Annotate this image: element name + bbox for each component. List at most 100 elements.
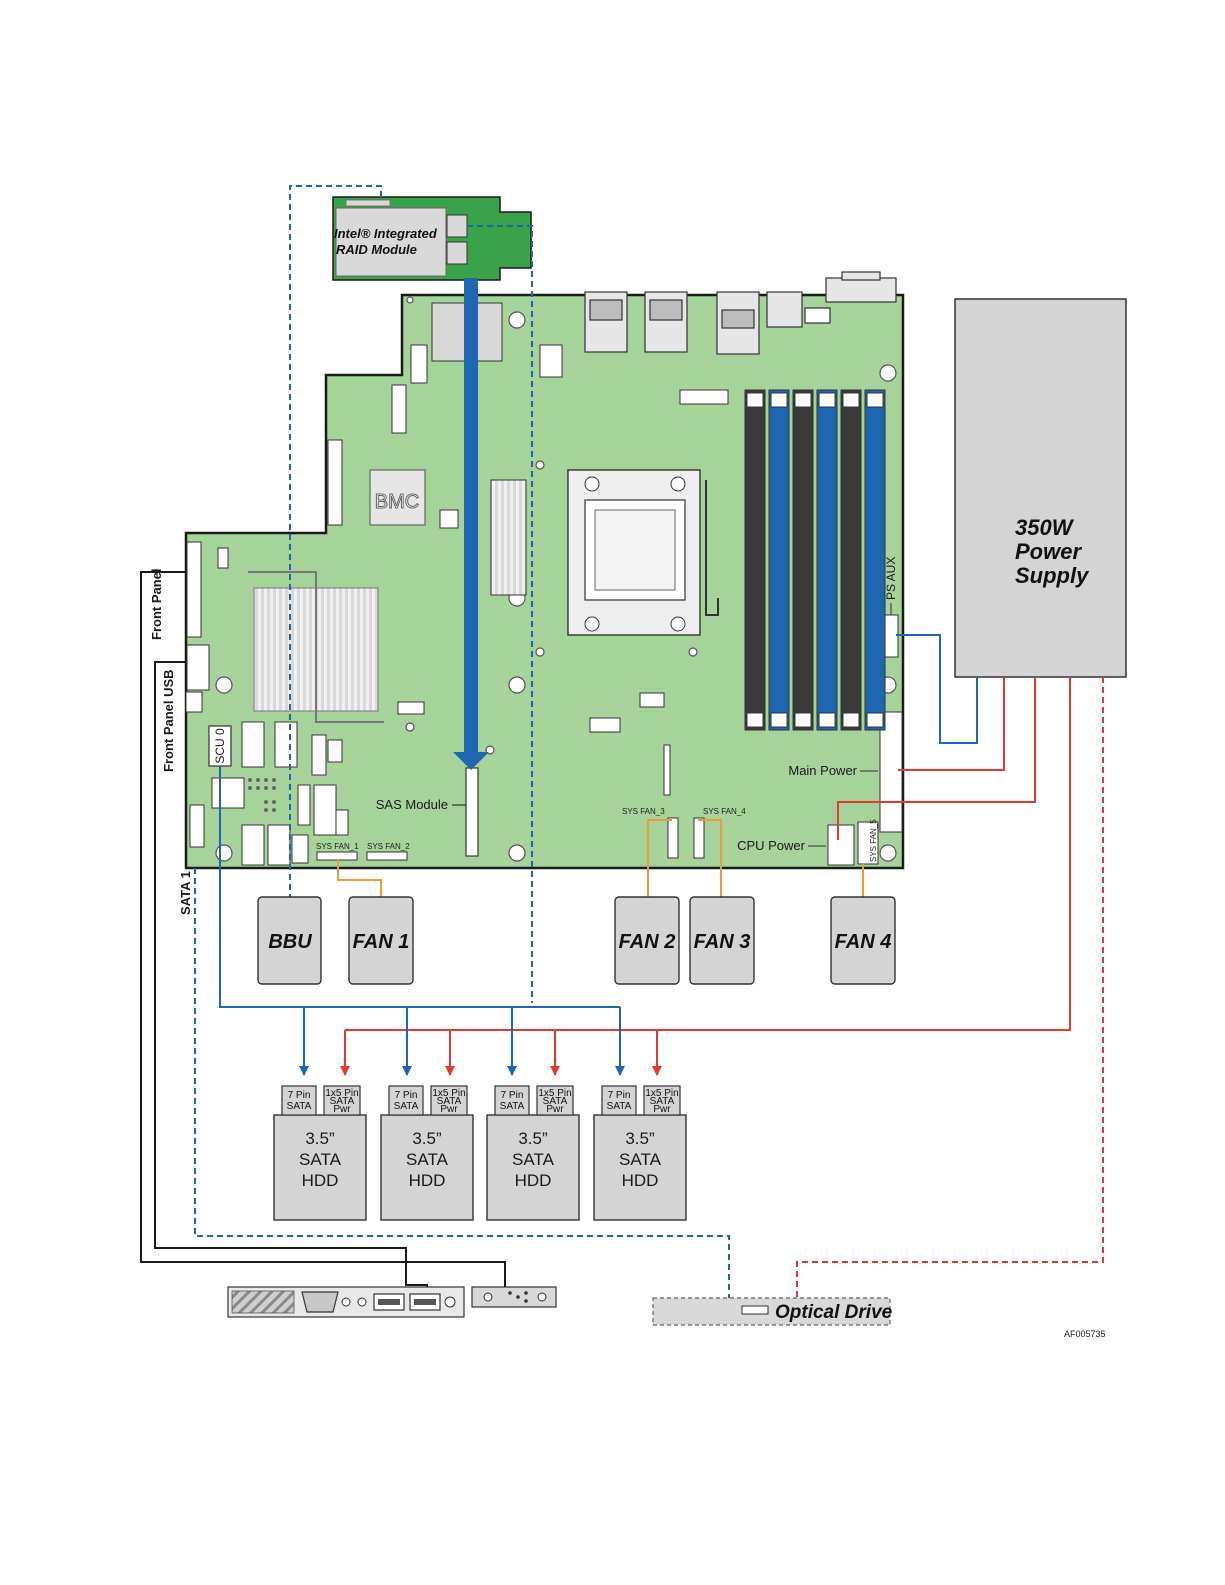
svg-text:SATA: SATA <box>543 1096 568 1107</box>
fan1-box <box>348 896 414 985</box>
sys-fan-4-label: SYS FAN_4 <box>703 807 746 816</box>
hdd-3: 7 Pin SATA 1x5 Pin SATA Pwr 3.5” SATA HD… <box>486 1085 580 1221</box>
raid-sas-cable <box>467 225 533 1003</box>
raid-to-sas-arrow-shaft <box>464 278 478 754</box>
main-power-cable <box>898 677 1005 771</box>
bbu-box <box>257 896 322 985</box>
svg-text:SATA: SATA <box>394 1101 419 1112</box>
optical-drive-tray-icon <box>741 1305 769 1315</box>
svg-text:SATA: SATA <box>607 1101 632 1112</box>
svg-text:HDD: HDD <box>622 1171 659 1190</box>
front-panel-control-board <box>471 1286 557 1308</box>
svg-text:1x5 Pin: 1x5 Pin <box>325 1088 358 1099</box>
bmc-label: BMC <box>375 491 419 513</box>
front-panel-usb-label: Front Panel USB <box>161 669 176 772</box>
ps-aux-label: PS AUX <box>884 557 898 600</box>
fan3-label: FAN 3 <box>694 931 751 953</box>
sata1-optical-cable <box>194 868 730 1298</box>
fan1-cable <box>337 860 382 900</box>
hdd-4: 7 Pin SATA 1x5 Pin SATA Pwr 3.5” SATA HD… <box>593 1085 687 1221</box>
svg-text:1x5 Pin: 1x5 Pin <box>538 1088 571 1099</box>
scu0-sata-cable <box>219 766 620 1008</box>
psu-label-line1: 350W <box>1015 515 1075 540</box>
heatsink-clip <box>248 571 384 723</box>
svg-text:SATA: SATA <box>299 1150 342 1169</box>
sys-fan-2-label: SYS FAN_2 <box>367 842 410 851</box>
sata1-label: SATA 1 <box>178 871 193 915</box>
main-power-label: Main Power <box>788 763 857 778</box>
sas-module-label: SAS Module <box>376 797 448 812</box>
front-panel-io <box>227 1286 465 1318</box>
sas-module-slot <box>465 767 479 857</box>
dimm-latches <box>746 392 884 728</box>
svg-text:Pwr: Pwr <box>333 1104 351 1115</box>
svg-text:7 Pin: 7 Pin <box>608 1090 631 1101</box>
svg-text:Pwr: Pwr <box>546 1104 564 1115</box>
optical-drive-label: Optical Drive <box>775 1302 893 1323</box>
svg-text:1x5 Pin: 1x5 Pin <box>432 1088 465 1099</box>
svg-text:SATA: SATA <box>650 1096 675 1107</box>
svg-text:HDD: HDD <box>302 1171 339 1190</box>
svg-text:HDD: HDD <box>409 1171 446 1190</box>
front-panel-usb-cable <box>154 661 428 1290</box>
sys-fan-5-label: SYS FAN_5 <box>869 819 878 862</box>
svg-text:SATA: SATA <box>619 1150 662 1169</box>
sys-fan-1-label: SYS FAN_1 <box>316 842 359 851</box>
svg-text:3.5”: 3.5” <box>625 1129 655 1148</box>
psu-label-line2: Power <box>1015 539 1082 564</box>
svg-text:HDD: HDD <box>515 1171 552 1190</box>
power-supply <box>954 298 1127 678</box>
raid-to-sas-arrow-head <box>453 752 489 770</box>
psu-label-line3: Supply <box>1015 563 1090 588</box>
optical-drive <box>652 1297 891 1326</box>
cpu-power-cable <box>837 677 1036 840</box>
svg-text:SATA: SATA <box>287 1101 312 1112</box>
optical-power-cable <box>796 677 1104 1298</box>
svg-text:SATA: SATA <box>500 1101 525 1112</box>
svg-text:SATA: SATA <box>330 1096 355 1107</box>
fan2-cable <box>647 819 672 900</box>
hdd-power-cable <box>345 677 1071 1031</box>
raid-bbu-cable <box>289 185 382 900</box>
ps-aux-cable <box>896 634 978 744</box>
svg-text:7 Pin: 7 Pin <box>395 1090 418 1101</box>
fan4-label: FAN 4 <box>835 931 892 953</box>
bbu-label: BBU <box>268 931 312 953</box>
svg-text:SATA: SATA <box>512 1150 555 1169</box>
cpu-socket <box>567 469 719 636</box>
fan2-box <box>614 896 680 985</box>
cpu-power-label: CPU Power <box>737 838 806 853</box>
hdd-1: 7 Pin SATA 1x5 Pin SATA Pwr 3.5” SATA HD… <box>273 1085 367 1221</box>
vga-port-icon <box>301 1291 339 1313</box>
fan4-box <box>830 896 896 985</box>
svg-text:SATA: SATA <box>437 1096 462 1107</box>
figure-id: AF005735 <box>1064 1329 1106 1339</box>
dimm-slots <box>744 389 886 731</box>
raid-module-card <box>332 196 532 281</box>
rear-io-connectors <box>584 271 897 355</box>
svg-text:7 Pin: 7 Pin <box>288 1090 311 1101</box>
svg-text:3.5”: 3.5” <box>412 1129 442 1148</box>
svg-text:7 Pin: 7 Pin <box>501 1090 524 1101</box>
front-panel-cable <box>140 571 506 1287</box>
motherboard <box>184 293 905 870</box>
svg-text:Pwr: Pwr <box>653 1104 671 1115</box>
fan3-cable <box>698 819 722 900</box>
fan2-label: FAN 2 <box>619 931 676 953</box>
svg-text:SATA: SATA <box>406 1150 449 1169</box>
fan3-box <box>689 896 755 985</box>
svg-text:1x5 Pin: 1x5 Pin <box>645 1088 678 1099</box>
header-pins <box>248 778 276 812</box>
svg-text:3.5”: 3.5” <box>305 1129 335 1148</box>
hdd-2: 7 Pin SATA 1x5 Pin SATA Pwr 3.5” SATA HD… <box>380 1085 474 1221</box>
svg-text:3.5”: 3.5” <box>518 1129 548 1148</box>
svg-text:Pwr: Pwr <box>440 1104 458 1115</box>
front-panel-label: Front Panel <box>149 568 164 640</box>
scu0-label: SCU 0 <box>213 728 227 764</box>
bmc-chip <box>369 469 426 526</box>
fan1-label: FAN 1 <box>353 931 410 953</box>
raid-module-title-line1: Intel® Integrated <box>334 226 438 241</box>
raid-module-title-line2: RAID Module <box>336 242 417 257</box>
sys-fan-3-label: SYS FAN_3 <box>622 807 665 816</box>
